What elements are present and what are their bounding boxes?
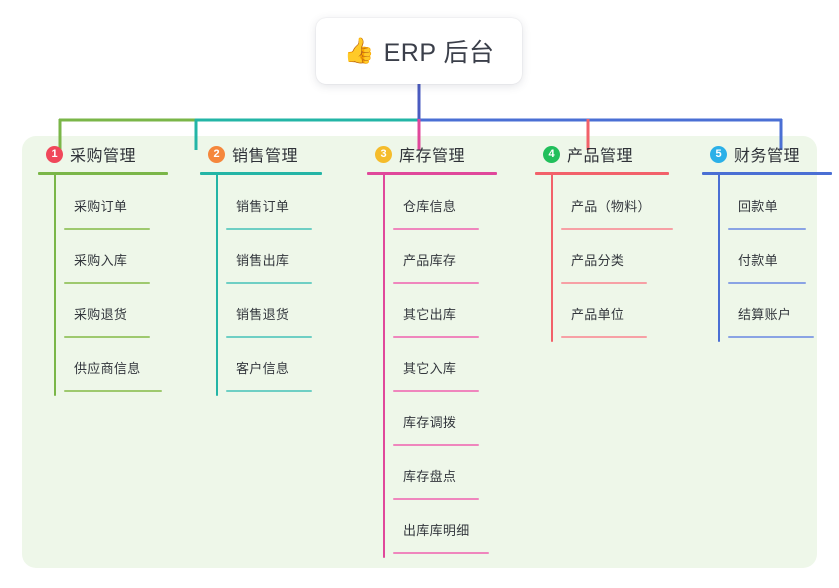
branch-underline-2 xyxy=(200,172,322,175)
leaf-underline xyxy=(226,336,312,338)
branch-title-4: 产品管理 xyxy=(567,148,634,165)
leaf-underline xyxy=(393,498,479,500)
leaf-underline xyxy=(561,282,647,284)
branch-header-1[interactable]: 1 采购管理 xyxy=(30,136,180,172)
leaf-underline xyxy=(393,228,479,230)
leaf-label: 产品分类 xyxy=(571,253,625,268)
leaf-node[interactable]: 供应商信息 xyxy=(54,360,176,392)
leaf-label: 结算账户 xyxy=(738,307,792,322)
leaf-node[interactable]: 采购退货 xyxy=(54,306,164,338)
leaf-label: 产品（物料） xyxy=(571,199,651,214)
root-node[interactable]: 👍 ERP 后台 xyxy=(316,18,522,84)
branch-column-5: 5 财务管理 回款单 付款单 结算账户 xyxy=(694,136,839,342)
leaf-label: 采购退货 xyxy=(74,307,128,322)
branch-badge-5: 5 xyxy=(710,145,727,163)
branch-spine-5 xyxy=(718,174,720,342)
branches-panel xyxy=(22,136,817,568)
leaf-node[interactable]: 客户信息 xyxy=(216,360,326,392)
branch-underline-5 xyxy=(702,172,832,175)
leaf-node[interactable]: 库存调拨 xyxy=(383,414,493,446)
leaf-label: 产品库存 xyxy=(403,253,457,268)
leaf-underline xyxy=(561,336,647,338)
leaf-underline xyxy=(64,282,150,284)
leaf-label: 出库库明细 xyxy=(403,523,470,538)
leaf-label: 采购入库 xyxy=(74,253,128,268)
branch-spine-3 xyxy=(383,174,385,558)
leaf-node[interactable]: 结算账户 xyxy=(718,306,828,338)
leaf-underline xyxy=(728,282,806,284)
leaf-underline xyxy=(393,336,479,338)
leaf-node[interactable]: 出库库明细 xyxy=(383,522,503,554)
branch-title-1: 采购管理 xyxy=(70,148,137,165)
branch-header-3[interactable]: 3 库存管理 xyxy=(359,136,509,172)
leaf-node[interactable]: 销售出库 xyxy=(216,252,326,284)
leaf-label: 库存盘点 xyxy=(403,469,457,484)
branch-underline-1 xyxy=(38,172,168,175)
leaf-underline xyxy=(64,336,150,338)
branch-title-3: 库存管理 xyxy=(399,148,466,165)
leaf-label: 销售出库 xyxy=(236,253,290,268)
leaf-label: 客户信息 xyxy=(236,361,290,376)
branch-header-4[interactable]: 4 产品管理 xyxy=(527,136,682,172)
branch-column-1: 1 采购管理 采购订单 采购入库 采购退货 供应商信息 xyxy=(30,136,180,396)
leaf-underline xyxy=(561,228,673,230)
leaf-node[interactable]: 采购入库 xyxy=(54,252,164,284)
leaf-label: 销售订单 xyxy=(236,199,290,214)
leaf-node[interactable]: 产品（物料） xyxy=(551,198,685,230)
leaf-label: 销售退货 xyxy=(236,307,290,322)
leaf-node[interactable]: 其它出库 xyxy=(383,306,493,338)
leaf-label: 其它出库 xyxy=(403,307,457,322)
branch-title-5: 财务管理 xyxy=(734,148,801,165)
branch-badge-2: 2 xyxy=(208,145,225,163)
branch-spine-1 xyxy=(54,174,56,396)
leaf-label: 仓库信息 xyxy=(403,199,457,214)
leaf-label: 回款单 xyxy=(738,199,778,214)
leaf-label: 其它入库 xyxy=(403,361,457,376)
leaf-node[interactable]: 销售订单 xyxy=(216,198,326,230)
leaf-underline xyxy=(393,390,479,392)
leaf-underline xyxy=(226,228,312,230)
leaf-underline xyxy=(393,282,479,284)
leaf-label: 付款单 xyxy=(738,253,778,268)
leaf-node[interactable]: 产品库存 xyxy=(383,252,493,284)
branch-spine-2 xyxy=(216,174,218,396)
leaf-underline xyxy=(728,336,814,338)
branch-badge-3: 3 xyxy=(375,145,392,163)
leaf-node[interactable]: 销售退货 xyxy=(216,306,326,338)
leaf-underline xyxy=(64,390,162,392)
branch-header-2[interactable]: 2 销售管理 xyxy=(192,136,338,172)
leaf-label: 供应商信息 xyxy=(74,361,141,376)
leaf-node[interactable]: 产品分类 xyxy=(551,252,661,284)
leaf-node[interactable]: 产品单位 xyxy=(551,306,661,338)
branch-column-4: 4 产品管理 产品（物料） 产品分类 产品单位 xyxy=(527,136,682,342)
leaf-label: 采购订单 xyxy=(74,199,128,214)
branch-underline-4 xyxy=(535,172,669,175)
leaf-node[interactable]: 仓库信息 xyxy=(383,198,493,230)
leaf-label: 库存调拨 xyxy=(403,415,457,430)
branch-badge-1: 1 xyxy=(46,145,63,163)
leaf-node[interactable]: 回款单 xyxy=(718,198,823,230)
branch-underline-3 xyxy=(367,172,497,175)
leaf-node[interactable]: 付款单 xyxy=(718,252,823,284)
leaf-underline xyxy=(226,390,312,392)
leaf-underline xyxy=(393,552,489,554)
branch-header-5[interactable]: 5 财务管理 xyxy=(694,136,839,172)
root-title: ERP 后台 xyxy=(383,39,495,67)
leaf-node[interactable]: 采购订单 xyxy=(54,198,164,230)
leaf-underline xyxy=(728,228,806,230)
branch-title-2: 销售管理 xyxy=(232,148,299,165)
leaf-underline xyxy=(226,282,312,284)
leaf-underline xyxy=(64,228,150,230)
leaf-node[interactable]: 库存盘点 xyxy=(383,468,493,500)
leaf-label: 产品单位 xyxy=(571,307,625,322)
branch-spine-4 xyxy=(551,174,553,342)
branch-column-2: 2 销售管理 销售订单 销售出库 销售退货 客户信息 xyxy=(192,136,338,396)
leaf-underline xyxy=(393,444,479,446)
leaf-node[interactable]: 其它入库 xyxy=(383,360,493,392)
branch-badge-4: 4 xyxy=(543,145,560,163)
branch-column-3: 3 库存管理 仓库信息 产品库存 其它出库 其它入库 库存调拨 xyxy=(359,136,509,558)
thumbs-up-icon: 👍 xyxy=(343,36,375,65)
